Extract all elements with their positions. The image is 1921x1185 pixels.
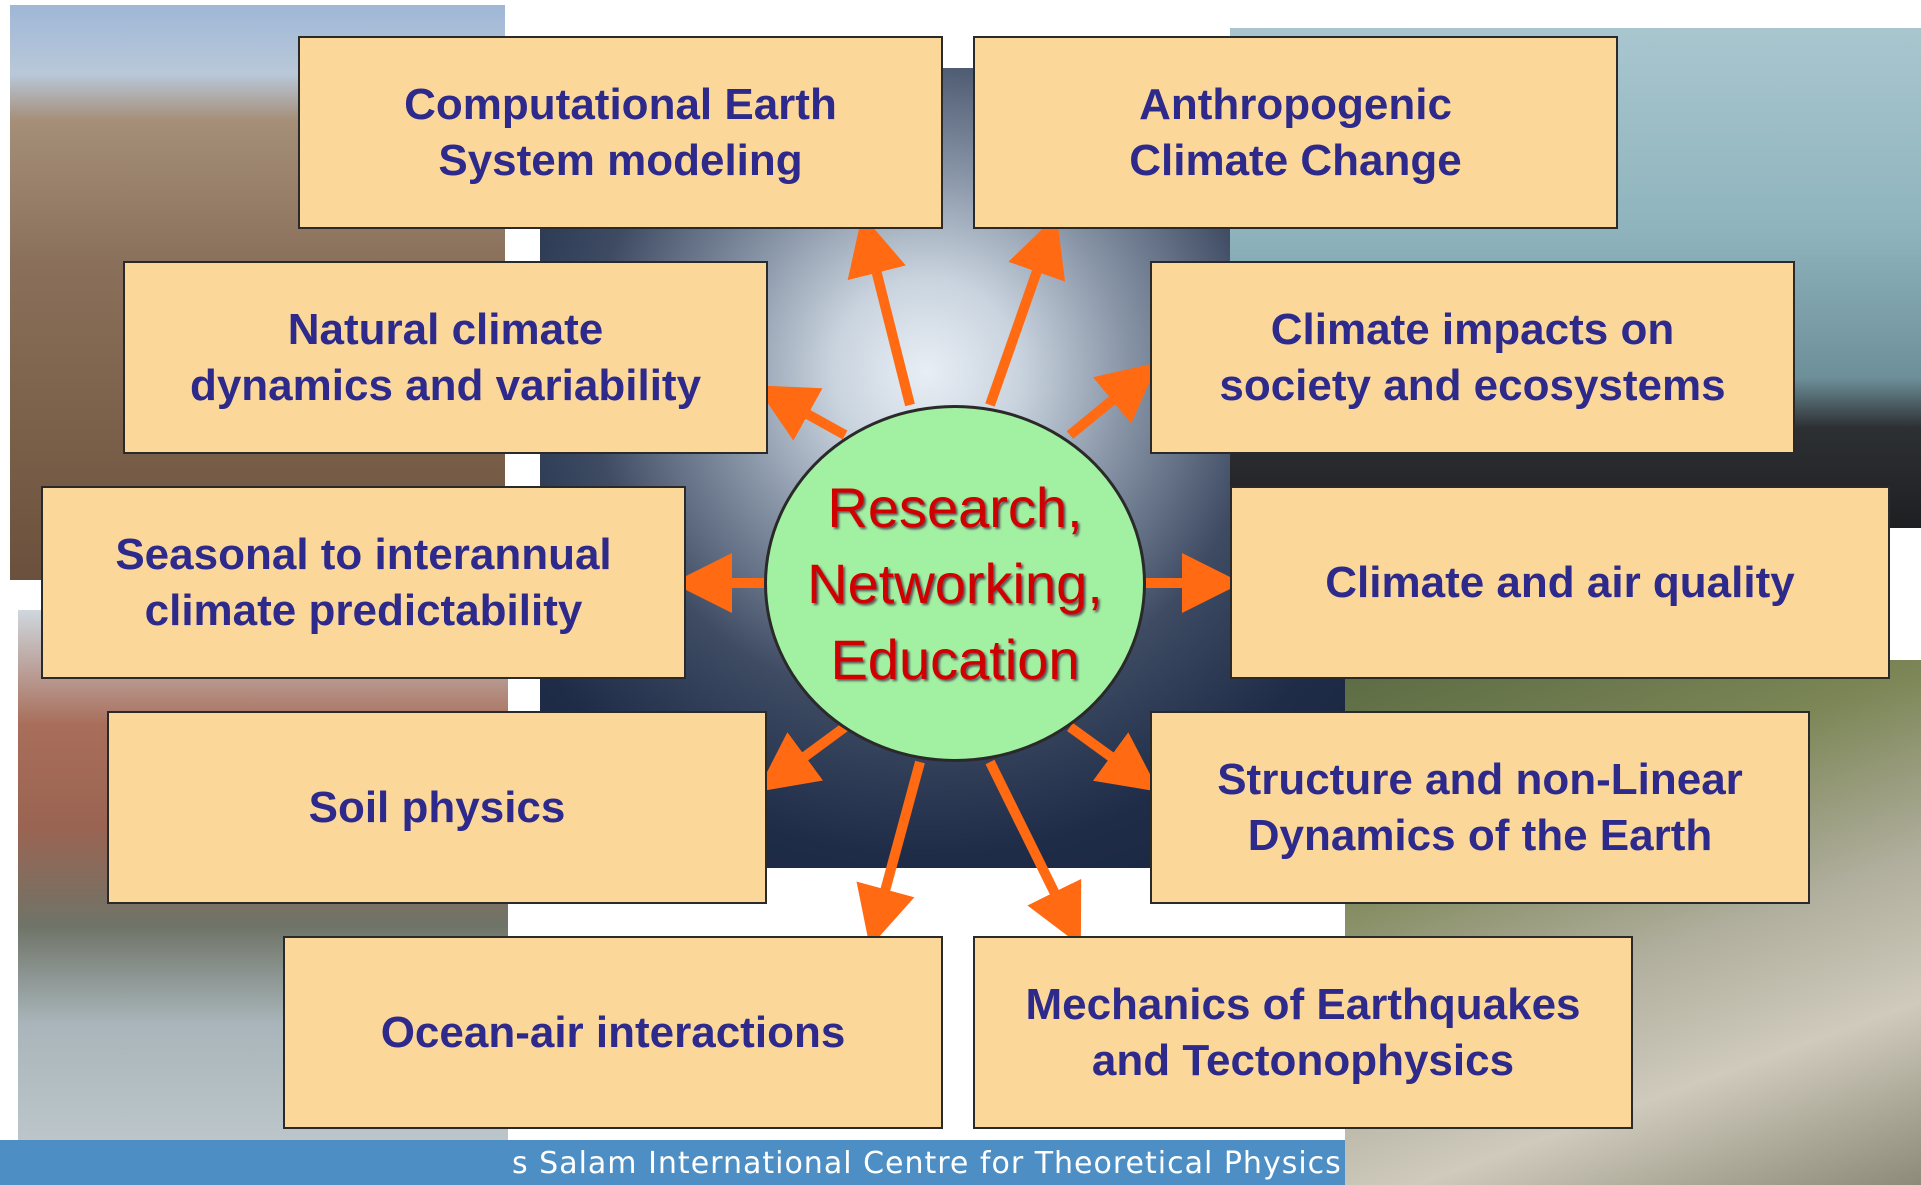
footer-bar (0, 1140, 1345, 1185)
topic-label: Computational Earth System modeling (404, 79, 837, 185)
topic-label: Ocean-air interactions (380, 1007, 846, 1057)
topic-natural-climate-dynamics: Natural climate dynamics and variability (123, 261, 768, 454)
topic-earthquakes: Mechanics of Earthquakes and Tectonophys… (973, 936, 1633, 1129)
topic-computational-earth: Computational Earth System modeling (298, 36, 943, 229)
topic-earth-structure: Structure and non-Linear Dynamics of the… (1150, 711, 1810, 904)
topic-label: Climate impacts on society and ecosystem… (1219, 304, 1726, 410)
arrow-0 (847, 214, 915, 407)
topic-anthropogenic-climate-change: Anthropogenic Climate Change (973, 36, 1618, 229)
topic-ocean-air: Ocean-air interactions (283, 936, 943, 1129)
topic-label: Seasonal to interannual climate predicta… (115, 529, 612, 635)
topic-seasonal-predictability: Seasonal to interannual climate predicta… (41, 486, 686, 679)
footer-text: s Salam International Centre for Theoret… (512, 1146, 1342, 1181)
topic-label: Mechanics of Earthquakes and Tectonophys… (1025, 979, 1581, 1085)
topic-climate-air-quality: Climate and air quality (1230, 486, 1890, 679)
arrow-1 (985, 215, 1066, 407)
topic-label: Natural climate dynamics and variability (189, 304, 702, 410)
topic-label: Structure and non-Linear Dynamics of the… (1217, 754, 1743, 860)
topic-label: Climate and air quality (1325, 557, 1795, 607)
arrow-7 (1067, 722, 1160, 792)
arrow-3 (1066, 362, 1159, 439)
arrow-8 (856, 760, 925, 948)
center-hub: Research, Networking, Education (764, 405, 1146, 762)
topic-label: Anthropogenic Climate Change (1129, 79, 1462, 185)
arrow-2 (755, 385, 848, 441)
topic-label: Soil physics (308, 782, 566, 832)
topic-soil-physics: Soil physics (107, 711, 767, 904)
arrow-9 (985, 759, 1082, 946)
topic-climate-impacts: Climate impacts on society and ecosystem… (1150, 261, 1795, 454)
arrow-6 (756, 722, 848, 792)
center-label: Research, Networking, Education (807, 475, 1103, 691)
